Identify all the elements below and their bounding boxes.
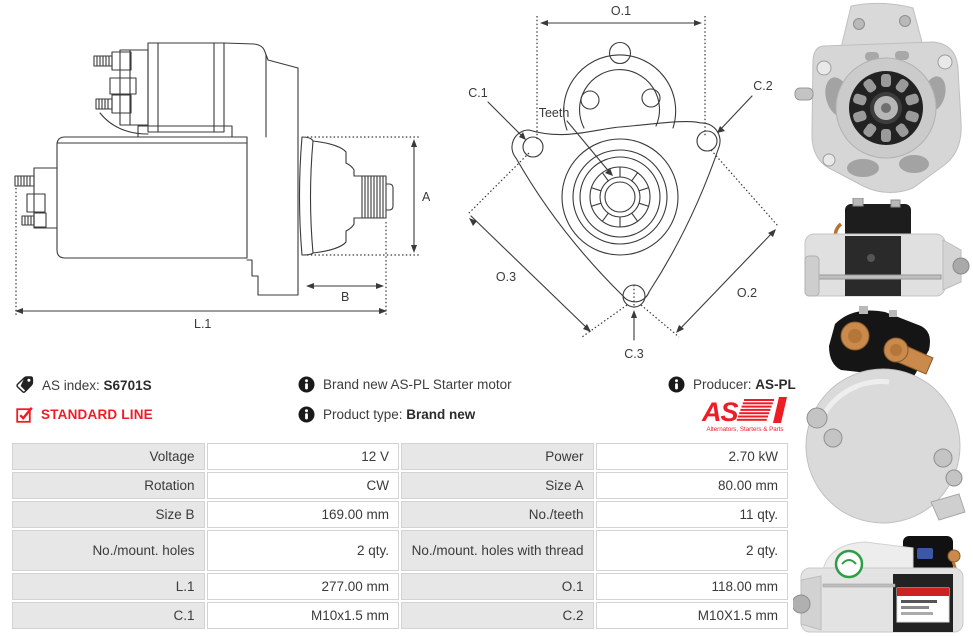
technical-drawing-front-view: O.1 C.1 C.2 Teeth O.3 O.2 C.3 [467,4,779,361]
brand-new-row: Brand new AS-PL Starter motor [298,376,512,393]
spec-value: 2.70 kW [595,443,788,470]
as-index-label: AS index: [42,377,104,393]
spec-label: Size B [12,501,205,528]
table-row: Rotation CW Size A 80.00 mm [12,472,788,499]
table-row: Voltage 12 V Power 2.70 kW [12,443,788,470]
producer-label: Producer: [693,377,756,392]
logo-text: AS [701,397,738,427]
standard-line-row: STANDARD LINE [16,406,153,423]
spec-value: 12 V [206,443,399,470]
product-type-value: Brand new [406,407,476,422]
spec-label: O.1 [401,573,594,600]
spec-label: No./teeth [401,501,594,528]
table-row: Size B 169.00 mm No./teeth 11 qty. [12,501,788,528]
photo-pinion-gear [853,74,919,142]
dim-l1-label: L.1 [194,317,211,331]
photo-starter-side-view-label [793,536,964,633]
spec-value: M10X1.5 mm [595,602,788,629]
spec-value: 11 qty. [595,501,788,528]
spec-label: C.1 [12,602,205,629]
pinion-teeth [590,166,650,228]
dim-a-label: A [422,190,430,204]
spec-value: 80.00 mm [595,472,788,499]
spec-value: CW [206,472,399,499]
technical-drawing-side-view: A B L.1 [14,42,430,331]
spec-value: 118.00 mm [595,573,788,600]
dim-c3-label: C.3 [624,347,644,361]
spec-label: Rotation [12,472,205,499]
spec-label: L.1 [12,573,205,600]
teeth-label: Teeth [539,106,570,120]
as-index-row: AS index: S6701S [16,376,152,394]
brand-new-label: Brand new AS-PL Starter motor [323,377,512,392]
producer-value: AS-PL [755,377,796,392]
info-icon [298,406,315,423]
spec-value: 2 qty. [206,530,399,571]
info-icon [298,376,315,393]
table-row: C.1 M10x1.5 mm C.2 M10X1.5 mm [12,602,788,629]
photo-starter-side-view [804,198,970,297]
product-type-text: Product type: Brand new [323,407,475,422]
spec-label: C.2 [401,602,594,629]
spec-label: Voltage [12,443,205,470]
dim-o3-label: O.3 [496,270,516,284]
spec-label: Power [401,443,594,470]
producer-row: Producer: AS-PL [668,376,796,393]
standard-line-label: STANDARD LINE [41,407,153,422]
product-photos [793,0,973,636]
tag-icon [16,376,34,393]
info-icon [668,376,685,393]
as-pl-logo: AS Alternators, Starters & Parts [701,397,787,433]
spec-value: 169.00 mm [206,501,399,528]
dim-o1-label: O.1 [611,4,631,18]
dim-c2-label: C.2 [753,79,773,93]
logo-subtext: Alternators, Starters & Parts [706,426,783,433]
table-row: No./mount. holes 2 qty. No./mount. holes… [12,530,788,571]
photo-starter-front-view [794,2,962,193]
spec-label: Size A [401,472,594,499]
table-row: L.1 277.00 mm O.1 118.00 mm [12,573,788,600]
spec-value: 277.00 mm [206,573,399,600]
photo-starter-rear-view [805,306,966,524]
as-index-text: AS index: S6701S [42,378,152,393]
product-info-strip: AS index: S6701S STANDARD LINE Brand new… [10,372,796,438]
spec-label: No./mount. holes [12,530,205,571]
spec-label: No./mount. holes with thread [401,530,594,571]
dim-c1-label: C.1 [468,86,488,100]
spec-value: 2 qty. [595,530,788,571]
spec-value: M10x1.5 mm [206,602,399,629]
product-type-label: Product type: [323,407,407,422]
product-type-row: Product type: Brand new [298,406,475,423]
dim-b-label: B [341,290,349,304]
dim-o2-label: O.2 [737,286,757,300]
spec-table: Voltage 12 V Power 2.70 kW Rotation CW S… [10,441,790,631]
as-index-value: S6701S [103,377,152,393]
producer-text: Producer: AS-PL [693,377,796,392]
checkbox-checked-icon [16,407,33,423]
